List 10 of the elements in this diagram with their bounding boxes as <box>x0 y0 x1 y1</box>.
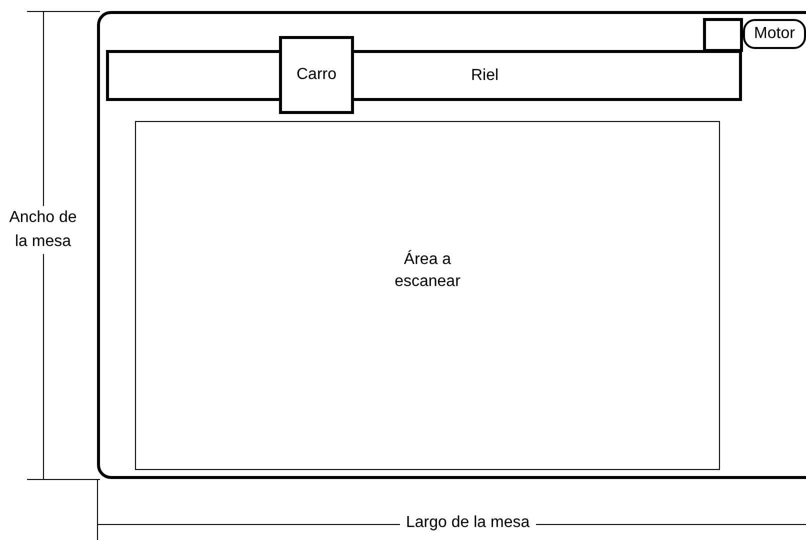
motor-box <box>703 18 743 52</box>
carriage-box <box>279 36 354 114</box>
scan-area-box <box>135 121 720 470</box>
node-label: Riel <box>471 66 499 86</box>
node-label: Área a escanear <box>394 249 462 292</box>
motor-label-box <box>743 19 806 49</box>
node-label: Motor <box>754 24 795 44</box>
dimension-label: Ancho de la mesa <box>8 206 78 254</box>
table-outline <box>97 11 806 479</box>
node-label: Carro <box>296 65 336 85</box>
